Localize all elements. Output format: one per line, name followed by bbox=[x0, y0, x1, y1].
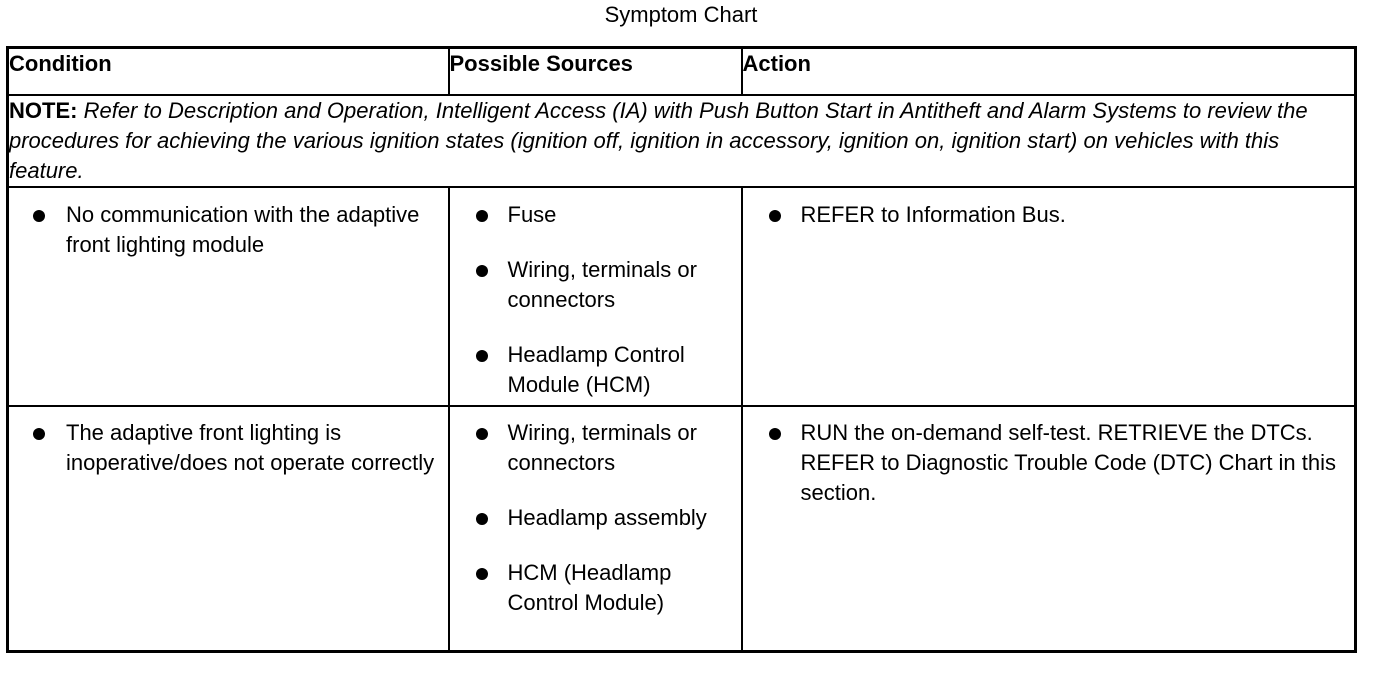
source-item: Wiring, terminals or connectors bbox=[450, 418, 741, 478]
possible-sources-cell: Wiring, terminals or connectors Headlamp… bbox=[447, 404, 743, 653]
action-cell: REFER to Information Bus. bbox=[740, 185, 1357, 407]
header-action: Action bbox=[740, 46, 1357, 96]
note-label: NOTE: bbox=[9, 97, 78, 123]
header-condition: Condition bbox=[6, 46, 450, 96]
condition-cell: No communication with the adaptive front… bbox=[6, 185, 450, 407]
symptom-table: Condition Possible Sources Action NOTE: … bbox=[6, 46, 1357, 653]
header-row: Condition Possible Sources Action bbox=[6, 46, 1357, 96]
action-item: REFER to Information Bus. bbox=[743, 200, 1355, 230]
condition-cell: The adaptive front lighting is inoperati… bbox=[6, 404, 450, 653]
note-text: Refer to Description and Operation, Inte… bbox=[9, 97, 1308, 183]
source-item: Wiring, terminals or connectors bbox=[450, 255, 741, 315]
source-item: HCM (Headlamp Control Module) bbox=[450, 558, 741, 618]
table-row: The adaptive front lighting is inoperati… bbox=[6, 404, 1357, 653]
chart-title: Symptom Chart bbox=[604, 2, 758, 27]
action-item: RUN the on-demand self-test. RETRIEVE th… bbox=[743, 418, 1355, 508]
source-item: Headlamp Control Module (HCM) bbox=[450, 340, 741, 400]
source-item: Fuse bbox=[450, 200, 741, 230]
note-row: NOTE: Refer to Description and Operation… bbox=[6, 93, 1357, 188]
table-row: No communication with the adaptive front… bbox=[6, 185, 1357, 407]
condition-item: The adaptive front lighting is inoperati… bbox=[9, 418, 448, 478]
possible-sources-cell: Fuse Wiring, terminals or connectors Hea… bbox=[447, 185, 743, 407]
action-cell: RUN the on-demand self-test. RETRIEVE th… bbox=[740, 404, 1357, 653]
header-possible-sources: Possible Sources bbox=[447, 46, 743, 96]
source-item: Headlamp assembly bbox=[450, 503, 741, 533]
note-cell: NOTE: Refer to Description and Operation… bbox=[6, 93, 1357, 188]
condition-item: No communication with the adaptive front… bbox=[9, 200, 448, 260]
